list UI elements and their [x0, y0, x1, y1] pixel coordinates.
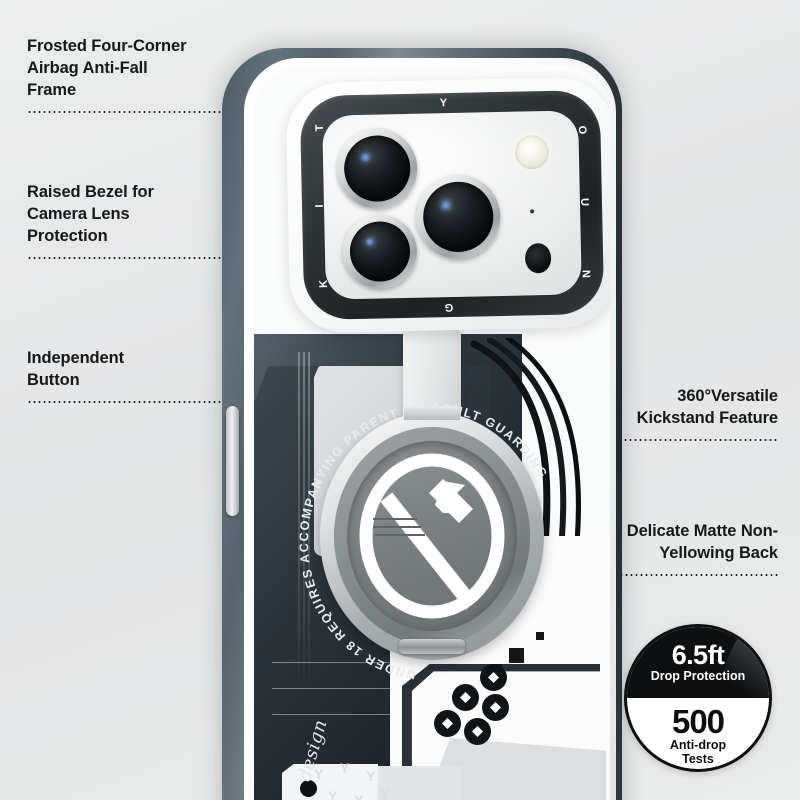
independent-side-button[interactable] [226, 406, 239, 516]
camera-raised-bezel: T I K Y O U N G [299, 89, 605, 321]
badge-bottom-half: 500 Anti-drop Tests [627, 698, 769, 769]
callout-kickstand-text: 360°Versatile Kickstand Feature [636, 387, 778, 427]
badge-test-count: 500 [671, 702, 725, 740]
bezel-letter-g: G [444, 300, 454, 314]
camera-lens-top [336, 127, 419, 210]
callout-raised-bezel-text: Raised Bezel for Camera Lens Protection [27, 183, 154, 245]
leader-line-kickstand [538, 438, 778, 441]
case-square-marker-1 [509, 648, 524, 663]
camera-lidar-sensor [524, 242, 552, 274]
camera-lens-center [415, 174, 502, 260]
badge-drop-height: 6.5ft [671, 640, 725, 670]
leader-line-raised-bezel [27, 256, 279, 259]
ring-top-tab [404, 406, 460, 420]
ring-hinge [399, 639, 465, 654]
case-screw-plate [282, 764, 378, 800]
callout-frosted-frame-text: Frosted Four-Corner Airbag Anti-Fall Fra… [27, 37, 187, 99]
ring-inner-face [347, 441, 517, 631]
callout-independent-button-text: Independent Button [27, 349, 124, 389]
callout-matte-back-text: Delicate Matte Non- Yellowing Back [626, 522, 778, 562]
leader-line-independent-button [27, 400, 243, 403]
case-y-glyph-pattern: Y Y Y Y Y Y [314, 760, 390, 800]
ring-mid-bezel [334, 427, 530, 645]
bezel-letter-y: Y [439, 97, 448, 110]
case-vertical-lines [298, 352, 314, 682]
callout-independent-button: Independent Button [27, 348, 243, 403]
callout-kickstand: 360°Versatile Kickstand Feature [538, 386, 778, 441]
ring-outer-bezel [320, 406, 544, 660]
camera-microphone [530, 209, 535, 214]
callout-matte-back: Delicate Matte Non- Yellowing Back [554, 521, 778, 576]
leader-line-matte-back [554, 573, 778, 576]
phone-case: Y Y Y Y Y Y design UNDER 18 REQUIRES ACC… [222, 48, 642, 800]
leader-line-frosted-frame [27, 110, 273, 113]
badge-top-half: 6.5ft Drop Protection [627, 627, 769, 698]
no-entry-arrow-glyph [359, 453, 505, 619]
callout-frosted-frame: Frosted Four-Corner Airbag Anti-Fall Fra… [27, 36, 273, 113]
camera-flash [514, 134, 550, 170]
camera-plate [322, 110, 582, 300]
case-hairlines [272, 662, 392, 782]
case-square-marker-3 [536, 632, 544, 640]
badge-test-label-2: Tests [682, 751, 714, 766]
bezel-letter-n: N [579, 269, 592, 279]
case-matte-back: Y Y Y Y Y Y design UNDER 18 REQUIRES ACC… [254, 66, 610, 800]
badge-test-label-1: Anti-drop [669, 737, 727, 752]
case-diamond-dot-cluster [434, 664, 544, 756]
case-screw-hole [300, 780, 317, 797]
camera-module: T I K Y O U N G [285, 76, 610, 334]
bezel-letter-t: T [313, 124, 327, 132]
callout-raised-bezel: Raised Bezel for Camera Lens Protection [27, 182, 279, 259]
badge-drop-label: Drop Protection [650, 669, 746, 683]
kickstand-ring[interactable]: UNDER 18 REQUIRES ACCOMPANYING PARENT OR… [298, 394, 566, 680]
camera-lens-bottom [342, 213, 418, 290]
drop-protection-badge: 6.5ft Drop Protection 500 Anti-drop Test… [624, 624, 772, 772]
